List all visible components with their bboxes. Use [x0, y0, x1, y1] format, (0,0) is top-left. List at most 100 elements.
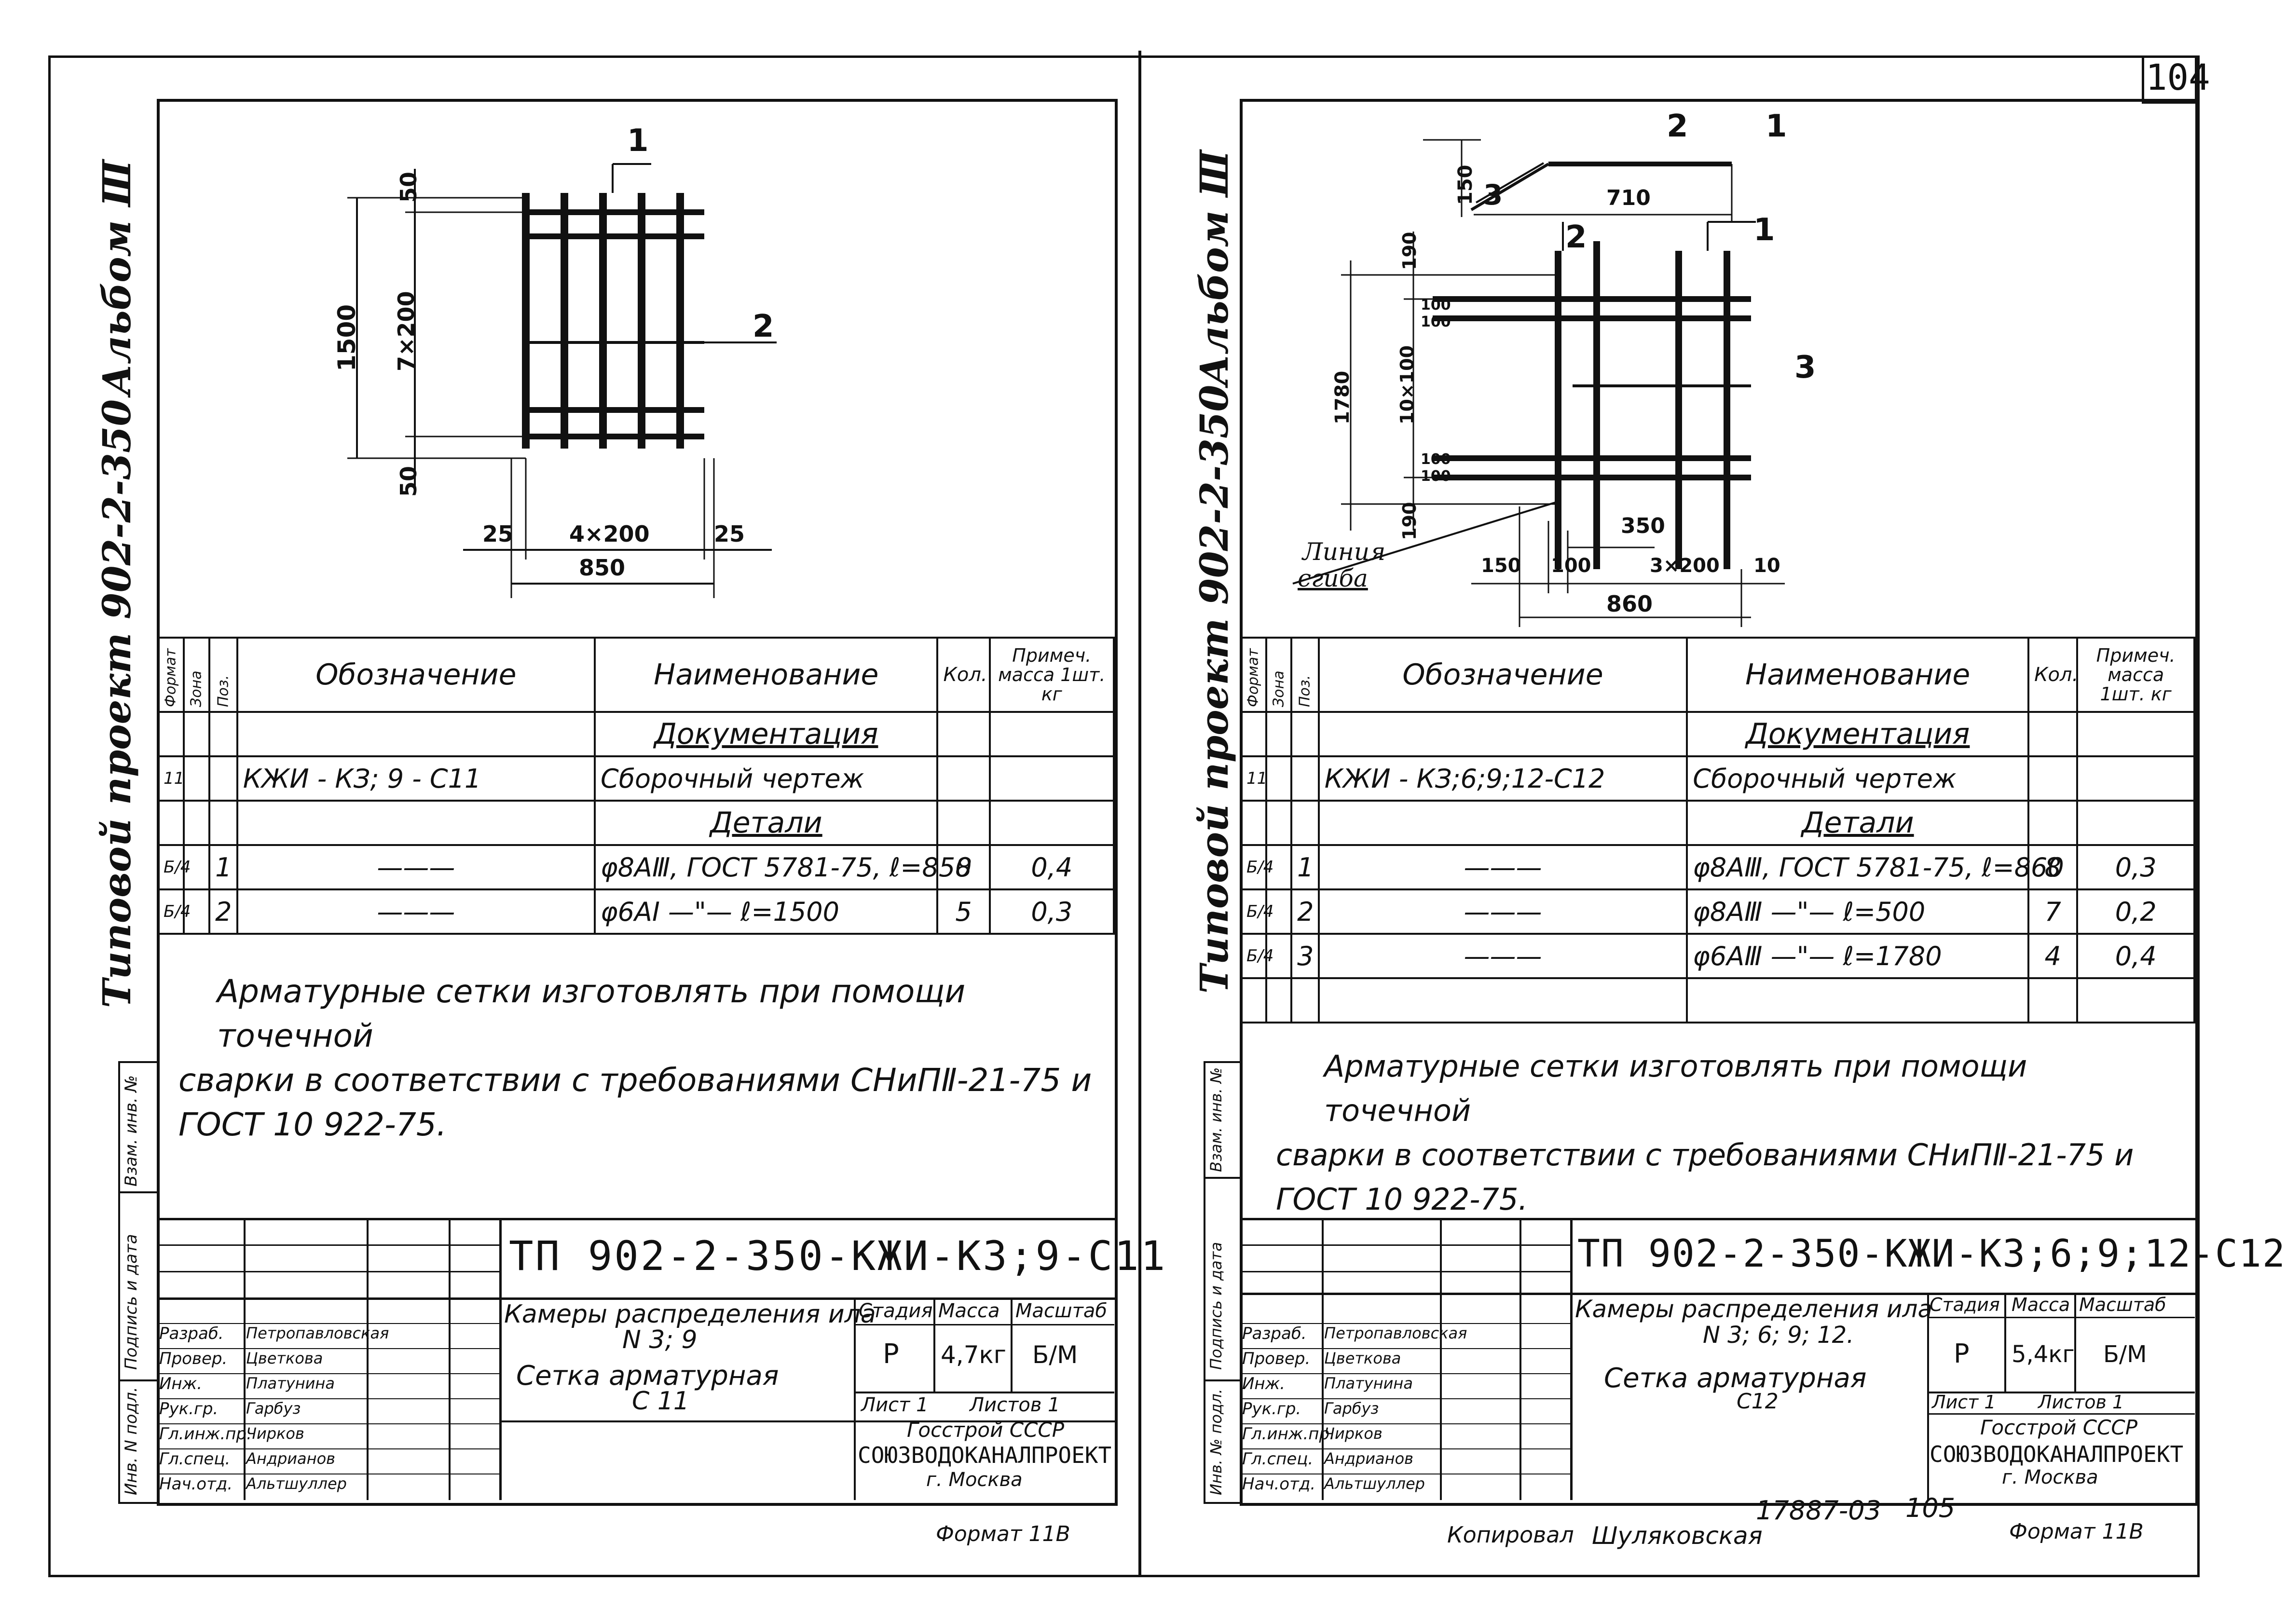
right-stamp-role-line [1240, 1448, 1570, 1449]
left-stage-val: Р [883, 1338, 899, 1370]
left-inv-strip-div2 [118, 1379, 157, 1381]
left-dim-h-25-right: 25 [714, 521, 745, 547]
left-spec-table: Формат Зона Поз. Обозначение Наименовани… [157, 637, 1115, 935]
right-cell-pos: 3 [1290, 933, 1320, 979]
left-stamp-name: Цветкова [246, 1349, 323, 1367]
left-cell-designation [236, 711, 596, 757]
right-cell-pos [1290, 711, 1320, 757]
right-fold-label-1: Линия [1302, 538, 1386, 566]
right-top-dim-150: 150 [1454, 164, 1477, 205]
left-cell-zone [182, 844, 211, 890]
right-cell-mass [2076, 755, 2195, 802]
left-cell-pos [208, 755, 238, 802]
left-stamp-name: Альтшуллер [246, 1474, 347, 1493]
right-cell-mass: 0,3 [2076, 844, 2195, 890]
left-cell-pos [208, 711, 238, 757]
right-cell-designation: КЖИ - КЗ;6;9;12-С12 [1317, 755, 1688, 802]
right-org-2: СОЮЗВОДОКАНАЛПРОЕКТ [1930, 1441, 2184, 1467]
right-cell-format: Б/4 [1240, 844, 1273, 890]
right-hdr-qty: Кол. [2027, 637, 2078, 713]
left-cell-qty: 5 [936, 888, 991, 935]
left-inv-label-3: Взам. инв. № [122, 1075, 141, 1187]
right-cell-name: φ6АⅢ —"— ℓ=1780 [1686, 933, 2030, 979]
left-stamp-role: Инж. [159, 1374, 203, 1393]
right-cell-mass [2076, 977, 2195, 1024]
left-stamp-h-c [157, 1297, 1115, 1300]
left-mass-val: 4,7кг [941, 1341, 1006, 1369]
right-cell-format [1240, 711, 1267, 757]
left-inv-label-1: Инв. N подл. [122, 1387, 141, 1495]
left-cell-designation [236, 800, 596, 846]
left-stamp-role-line [157, 1373, 499, 1374]
right-stamp-h-b [1240, 1271, 1570, 1272]
left-stamp-v2 [367, 1218, 369, 1500]
left-cell-qty [936, 800, 991, 846]
left-cell-pos [208, 800, 238, 846]
left-stamp-role: Рук.гр. [159, 1399, 219, 1419]
left-dim-v-50-bottom: 50 [396, 465, 422, 497]
right-cell-format: Б/4 [1240, 933, 1273, 979]
right-dim-v-100-b: 100 [1421, 314, 1451, 330]
right-callout-2: 2 [1565, 219, 1587, 255]
right-callout-3: 3 [1794, 350, 1816, 385]
page-number-box [2142, 55, 2197, 104]
right-stamp-role-line [1240, 1373, 1570, 1374]
right-cell-designation [1317, 711, 1688, 757]
right-cell-mass: 0,2 [2076, 888, 2195, 935]
right-stamp-role: Гл.спец. [1242, 1449, 1314, 1469]
left-cell-format: Б/4 [157, 888, 191, 935]
right-cell-name: Документация [1686, 711, 2030, 757]
right-cell-pos: 2 [1290, 888, 1320, 935]
right-cell-designation: ——— [1317, 933, 1688, 979]
right-dim-h-3x200: 3×200 [1650, 555, 1720, 577]
right-spec-row [1240, 977, 2195, 1024]
left-cell-format: 11 [157, 755, 185, 802]
right-hdr-zone: Зона [1270, 670, 1287, 707]
right-cell-designation: ——— [1317, 888, 1688, 935]
right-stamp-v6 [2004, 1293, 2006, 1392]
right-project-label: Типовой проект 902-2-350 [1191, 384, 1237, 994]
left-dim-v-7x200: 7×200 [393, 291, 419, 371]
left-stamp-name: Петропавловская [246, 1324, 389, 1342]
right-cell-name: Детали [1686, 800, 2030, 846]
left-cell-qty: 8 [936, 844, 991, 890]
right-scale-head: Масштаб [2079, 1294, 2166, 1315]
right-inv-strip-div1 [1204, 1177, 1240, 1179]
right-stamp-role-line [1240, 1423, 1570, 1424]
left-hdr-name: Наименование [594, 637, 939, 713]
right-callout-1: 1 [1753, 212, 1775, 248]
right-hdr-note: Примеч. масса 1шт. кг [2076, 637, 2195, 713]
left-cell-pos: 2 [208, 888, 238, 935]
right-cell-name: φ8АⅢ —"— ℓ=500 [1686, 888, 2030, 935]
left-hdr-designation: Обозначение [236, 637, 596, 713]
right-cell-pos [1290, 800, 1320, 846]
right-cell-zone [1265, 711, 1293, 757]
right-note-line-3: ГОСТ 10 922-75. [1276, 1182, 1528, 1217]
center-divider [1138, 51, 1141, 1577]
left-dim-h-850: 850 [579, 555, 626, 581]
left-title-2: N 3; 9 [622, 1325, 698, 1354]
left-spec-row: Детали [157, 800, 1115, 846]
left-title-4: С 11 [632, 1387, 690, 1416]
left-mass-head: Масса [938, 1300, 1000, 1322]
right-inv-label-1: Инв. № подл. [1207, 1389, 1225, 1495]
right-inv-label-3: Взам. инв. № [1207, 1067, 1225, 1172]
left-album-label: Альбом Ⅲ [94, 160, 139, 396]
left-org-2: СОЮЗВОДОКАНАЛПРОЕКТ [858, 1442, 1112, 1468]
right-stamp-name: Чирков [1324, 1424, 1383, 1443]
right-seq-number: 105 [1905, 1493, 1956, 1523]
right-album-label: Альбом Ⅲ [1191, 150, 1237, 386]
left-dim-v-1500: 1500 [333, 304, 361, 371]
left-stamp-role-line [157, 1398, 499, 1399]
right-cell-designation [1317, 977, 1688, 1024]
right-dim-h-860: 860 [1606, 591, 1653, 617]
right-fold-label-2: сгиба [1298, 564, 1368, 592]
right-stamp-v3 [1519, 1218, 1521, 1500]
right-mass-head: Масса [2012, 1294, 2070, 1315]
right-dim-h-350: 350 [1621, 514, 1665, 538]
right-spec-row: Детали [1240, 800, 2195, 846]
right-callout-3-top: 3 [1483, 178, 1503, 211]
